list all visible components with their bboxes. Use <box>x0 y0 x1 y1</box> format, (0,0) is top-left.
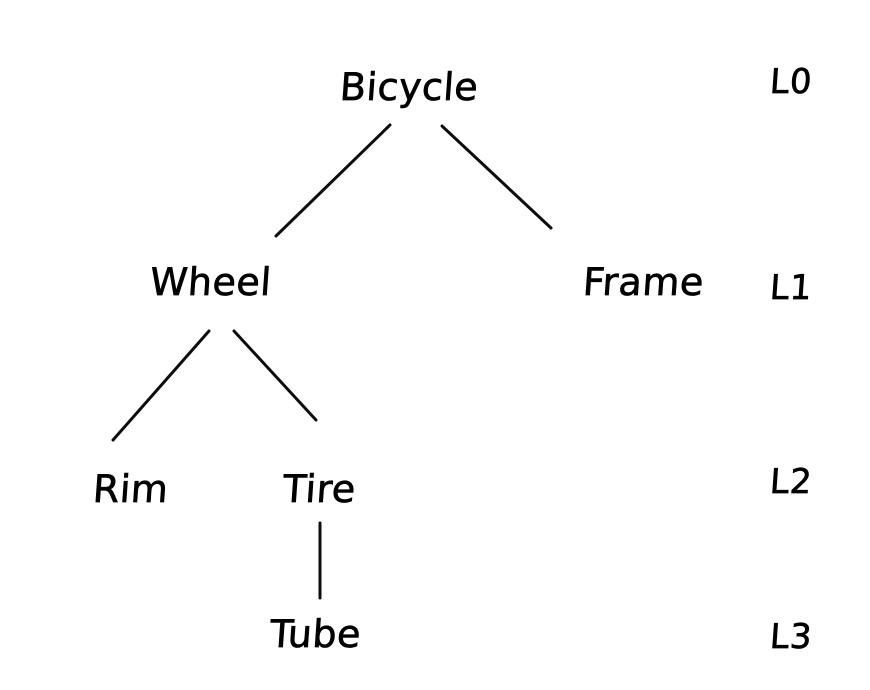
edge-wheel-tire <box>232 329 318 422</box>
level-label-l1: L1 <box>768 268 814 309</box>
node-tube: Tube <box>268 612 363 657</box>
node-wheel: Wheel <box>148 260 274 305</box>
node-rim: Rim <box>91 467 171 512</box>
edge-bicycle-frame <box>440 124 553 230</box>
level-label-l2: L2 <box>768 462 814 503</box>
edge-group <box>111 123 553 600</box>
level-label-l0: L0 <box>768 62 814 103</box>
node-bicycle: Bicycle <box>338 65 480 110</box>
level-label-l3: L3 <box>768 617 814 658</box>
edge-wheel-rim <box>111 329 211 442</box>
edge-bicycle-wheel <box>274 123 392 238</box>
node-tire: Tire <box>281 467 358 512</box>
node-frame: Frame <box>581 260 706 305</box>
